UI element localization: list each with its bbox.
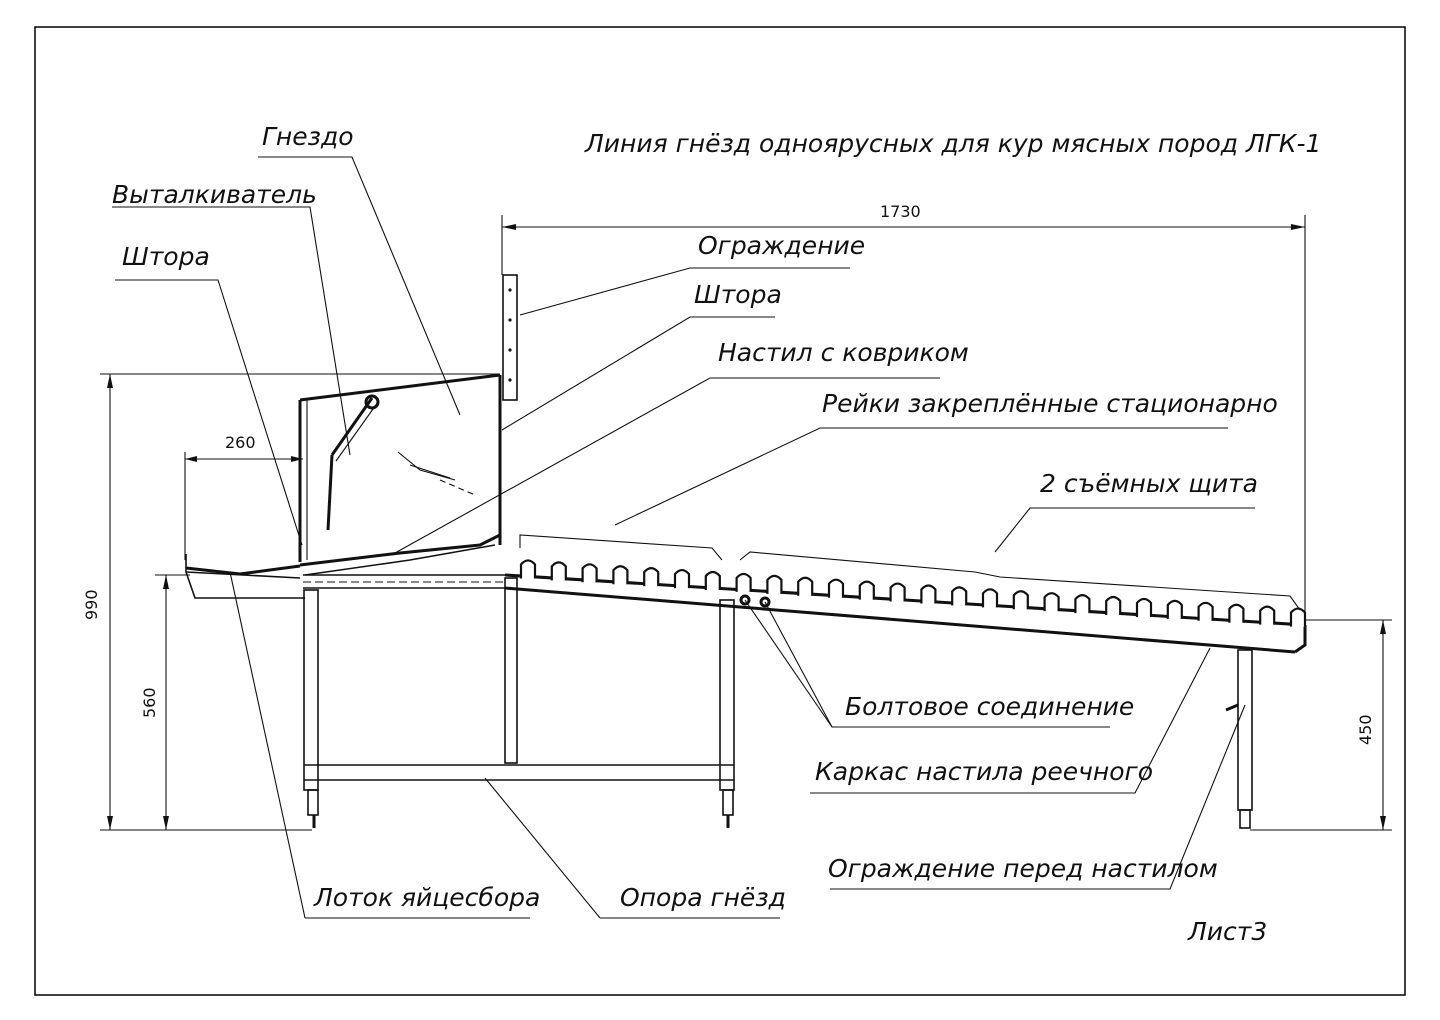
deck-slat [1259, 605, 1276, 625]
deck-slat [889, 582, 906, 602]
deck-slat [1166, 599, 1183, 619]
deck-slat [1043, 592, 1060, 612]
leader-lines [112, 156, 1255, 919]
deck-slat [581, 563, 598, 583]
fixed-slats-bracket [519, 534, 723, 561]
deck-slat [1074, 593, 1091, 614]
dimension-tray-height: 560 [140, 574, 190, 830]
label-pusher: Выталкиватель [112, 180, 317, 209]
slatted-deck [504, 559, 1307, 654]
label-nest-support: Опора гнёзд [620, 883, 786, 912]
deck-slat [797, 576, 814, 596]
label-fixed-slats: Рейки закреплённые стационарно [822, 389, 1278, 418]
label-removable-panels: 2 съёмных щита [1040, 469, 1258, 498]
deck-slat [1197, 601, 1214, 621]
dimension-total-height: 990 [82, 373, 500, 831]
drawing-title: Линия гнёзд одноярусных для кур мясных п… [584, 129, 1321, 158]
label-egg-tray: Лоток яйцесбора [313, 883, 540, 912]
label-deck-with-mat: Настил с ковриком [718, 338, 969, 367]
deck-slat [550, 561, 567, 581]
deck-slat [612, 565, 629, 585]
sheet-number: Лист3 [1187, 917, 1267, 946]
label-fence-before-deck: Ограждение перед настилом [828, 854, 1218, 883]
deck-slat [704, 570, 721, 590]
fence-panel [502, 274, 518, 401]
nest-box [298, 373, 502, 576]
dimension-deck-end-height: 450 [1250, 619, 1392, 831]
deck-slat [827, 578, 845, 598]
deck-slat [735, 572, 752, 592]
deck-slat [951, 586, 968, 606]
deck-slat [519, 559, 537, 579]
label-curtain-left: Штора [122, 242, 210, 271]
label-nest: Гнездо [262, 122, 354, 151]
label-fence: Ограждение [698, 231, 865, 260]
label-slatted-deck-frame: Каркас настила реечного [815, 757, 1153, 786]
deck-slat [766, 574, 783, 594]
deck-slat [1228, 603, 1245, 623]
deck-slat [1135, 597, 1153, 617]
dimension-length: 1730 [501, 202, 1306, 620]
deck-slat [858, 580, 875, 600]
dimension-tray-width-value: 260 [225, 433, 256, 452]
egg-tray-shape [185, 554, 305, 599]
deck-slat [1105, 595, 1122, 616]
sheet-border [34, 26, 1406, 996]
removable-panels-bracket [739, 551, 1301, 611]
deck-slat [981, 588, 999, 608]
deck-slat [1012, 590, 1029, 610]
deck-slat [673, 568, 691, 589]
nest-support-frame [303, 574, 735, 828]
label-bolted-joint: Болтовое соединение [845, 692, 1134, 721]
deck-slat [643, 567, 660, 587]
dimension-length-value: 1730 [880, 202, 921, 221]
dimension-tray-width: 260 [184, 433, 303, 560]
deck-slat [920, 584, 937, 604]
deck-fence [1225, 649, 1253, 829]
dimension-deck-end-height-value: 450 [1356, 714, 1375, 745]
deck-slat [1289, 607, 1307, 627]
label-curtain-right: Штора [694, 280, 782, 309]
dimension-total-height-value: 990 [82, 589, 101, 620]
dimension-tray-height-value: 560 [140, 687, 159, 718]
